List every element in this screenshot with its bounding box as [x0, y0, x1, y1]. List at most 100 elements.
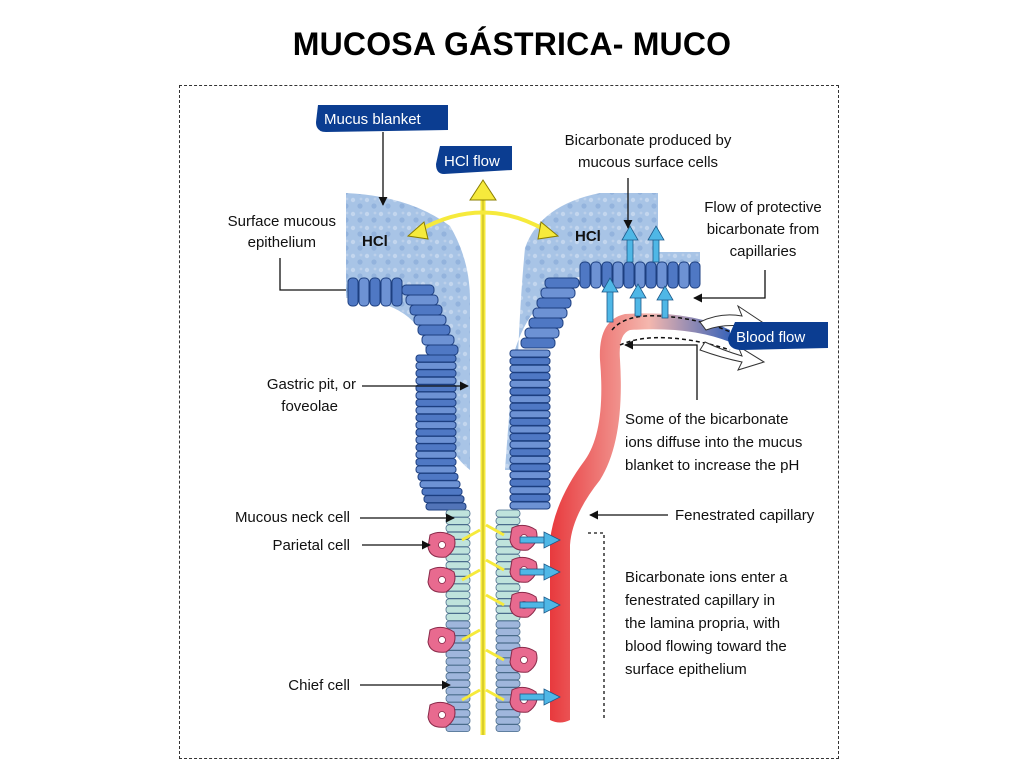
- gland-cell: [445, 650, 471, 658]
- surface-cell: [520, 337, 556, 349]
- label-diffuse-3: blanket to increase the pH: [625, 457, 799, 474]
- hcl-branch: [485, 523, 505, 537]
- pit-cell: [509, 486, 551, 495]
- hcl-branch: [485, 648, 505, 662]
- pit-cell: [509, 387, 551, 396]
- parietal-nucleus: [520, 656, 528, 664]
- bicarb-arrow-head: [543, 531, 561, 549]
- blood-flow-pill: Blood flow: [728, 322, 828, 350]
- bicarb-arrow-shaft: [661, 297, 669, 319]
- gland-cell: [495, 517, 521, 525]
- gland-cell: [495, 509, 521, 518]
- label-chief: Chief cell: [288, 677, 350, 694]
- parietal-nucleus: [438, 636, 446, 644]
- surface-cell: [540, 287, 576, 299]
- surface-cell: [380, 277, 392, 307]
- label-bicarb-produced-1: Bicarbonate produced by: [565, 132, 732, 149]
- pit-cell: [415, 369, 457, 378]
- right-epithelium: [509, 261, 701, 510]
- surface-cell: [634, 261, 646, 289]
- pit-cell: [423, 495, 465, 504]
- surface-cell: [536, 297, 572, 309]
- parietal-nucleus: [438, 576, 446, 584]
- surface-cell: [405, 294, 439, 306]
- gland-cell: [445, 605, 471, 614]
- pit-cell: [509, 349, 551, 358]
- surface-cell: [417, 324, 451, 336]
- bicarb-arrow-shaft: [519, 601, 547, 609]
- gland-cell: [495, 716, 521, 725]
- bicarb-arrow-head: [543, 596, 561, 614]
- surface-cell: [409, 304, 443, 316]
- label-enter-5: surface epithelium: [625, 661, 747, 678]
- pit-cell: [415, 354, 457, 363]
- pit-cell: [415, 465, 457, 474]
- label-mucous-neck: Mucous neck cell: [235, 509, 350, 526]
- pit-cell: [415, 391, 457, 400]
- pit-cell: [419, 480, 461, 489]
- surface-cell: [421, 334, 455, 346]
- label-parietal: Parietal cell: [272, 537, 350, 554]
- pit-cell: [509, 455, 551, 464]
- hcl-branch: [461, 568, 481, 582]
- bicarb-arrow-shaft: [626, 237, 634, 263]
- pit-cell: [415, 458, 457, 467]
- surface-cell: [579, 261, 591, 289]
- bicarbonate-arrows: [519, 225, 674, 706]
- surface-cell: [678, 261, 690, 289]
- pit-cell: [509, 395, 551, 404]
- bicarb-arrow-head: [629, 283, 647, 299]
- bicarb-arrow-head: [543, 688, 561, 706]
- pit-cell: [509, 463, 551, 472]
- gland-cell: [445, 591, 471, 599]
- pit-cell: [415, 443, 457, 452]
- pit-cell: [425, 502, 467, 511]
- label-enter-3: the lamina propria, with: [625, 615, 780, 632]
- pit-cell: [509, 379, 551, 388]
- pit-cell: [421, 487, 463, 496]
- pit-cell: [509, 448, 551, 457]
- pointer-lines: [279, 132, 766, 720]
- mucus-blanket-label: Mucus blanket: [324, 111, 422, 128]
- gland-cell: [445, 679, 471, 688]
- surface-cell: [528, 317, 564, 329]
- pit-cell: [509, 440, 551, 449]
- blood-flow-arrow-lower: [699, 341, 766, 371]
- hcl-left-label: HCl: [362, 233, 388, 250]
- surface-cell: [656, 261, 668, 289]
- pit-cell: [415, 428, 457, 437]
- label-flow-protective-2: bicarbonate from: [707, 221, 820, 238]
- text-labels: Surface mucous epithelium Gastric pit, o…: [228, 132, 822, 694]
- bicarb-arrow-shaft: [519, 693, 547, 701]
- label-enter-1: Bicarbonate ions enter a: [625, 569, 788, 586]
- parietal-nucleus: [438, 711, 446, 719]
- surface-cell: [590, 261, 602, 289]
- gland-cell: [445, 620, 471, 629]
- pit-cell: [415, 398, 457, 407]
- label-flow-protective-1: Flow of protective: [704, 199, 822, 216]
- pit-cell: [509, 425, 551, 434]
- gland-cell: [495, 635, 521, 644]
- gland-cell: [445, 598, 471, 607]
- surface-cell: [623, 261, 635, 289]
- pit-cell: [509, 501, 551, 510]
- gland-cell: [445, 665, 471, 673]
- gland-cell: [445, 561, 471, 570]
- label-enter-2: fenestrated capillary in: [625, 592, 775, 609]
- pit-cell: [509, 417, 551, 426]
- surface-cell: [391, 277, 403, 307]
- label-surface-mucous-2: epithelium: [248, 234, 316, 251]
- pit-cell: [417, 472, 459, 481]
- gland-cell: [445, 524, 471, 533]
- bicarb-arrow-shaft: [652, 237, 660, 263]
- mucus-blanket-pill: Mucus blanket: [316, 105, 448, 132]
- hcl-branch: [485, 593, 505, 607]
- pit-cell: [509, 478, 551, 487]
- gland-cell: [445, 613, 471, 621]
- surface-cell: [689, 261, 701, 289]
- pit-cell: [509, 372, 551, 381]
- surface-cell: [645, 261, 657, 289]
- gland-cell: [445, 687, 471, 695]
- bicarb-arrow-shaft: [634, 295, 642, 317]
